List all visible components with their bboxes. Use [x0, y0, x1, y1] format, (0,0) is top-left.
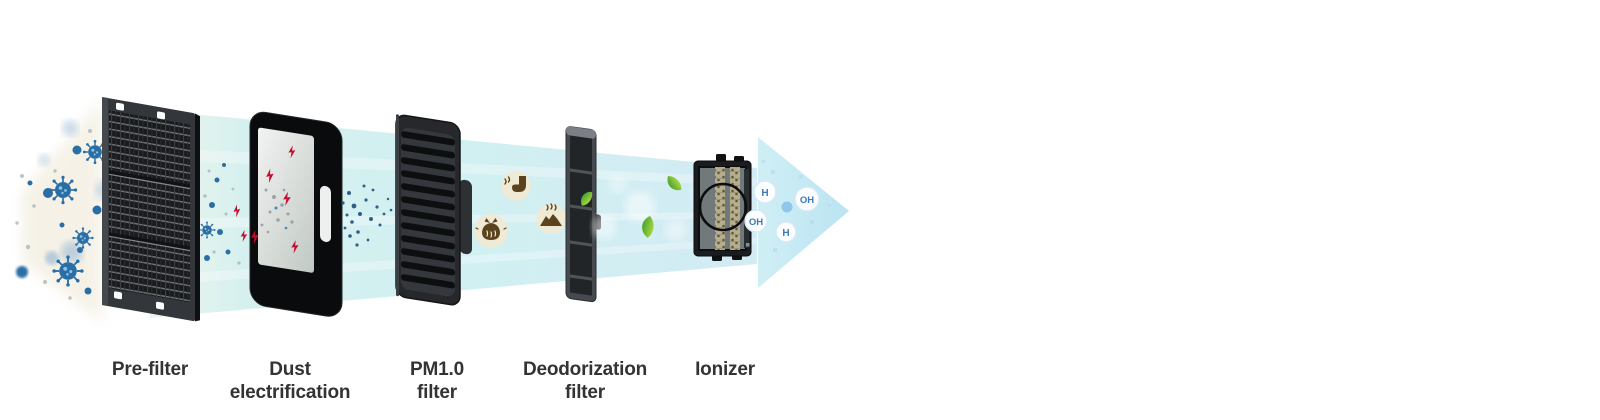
ion-molecules: H OH OH H: [744, 160, 831, 252]
stage-label-deodorization-filter: Deodorization filter: [522, 359, 648, 403]
pre-filter-device: [102, 97, 200, 322]
h-molecule-label: H: [782, 228, 789, 239]
filter-slats: [401, 131, 455, 289]
ion-dot: [781, 201, 793, 213]
stage-label-pre-filter: Pre-filter: [111, 359, 189, 380]
handle-slot: [320, 185, 331, 243]
filtration-scene: H OH OH H: [15, 97, 849, 322]
intake-glow: [22, 100, 102, 322]
flow-arrow-icon: [758, 137, 849, 288]
water-molecule-icon: H OH OH H: [744, 180, 820, 243]
waste-odor-icon: [536, 203, 566, 234]
electrostatic-panel: [258, 127, 314, 273]
ion-emitter-strip: [730, 167, 740, 250]
carbon-cells: [570, 135, 592, 296]
stage-label-pm1-filter: PM1.0 filter: [410, 359, 464, 403]
garbage-odor-icon: [474, 214, 508, 248]
emitter-ring: [698, 182, 748, 232]
trapped-dust: [260, 188, 294, 234]
oh-molecule-label: OH: [749, 217, 763, 228]
ion-emitter-strip: [715, 167, 725, 250]
pm1-filter-device: [395, 114, 472, 306]
deodorization-filter-device: [565, 126, 601, 303]
sock-odor-icon: [501, 171, 531, 201]
mesh-grid: [109, 110, 190, 303]
mount-holes: [114, 102, 165, 310]
h-molecule-label: H: [761, 188, 768, 199]
odor-icons: [474, 171, 566, 248]
oh-molecule-label: OH: [800, 195, 814, 206]
stage-label-ionizer: Ionizer: [695, 359, 755, 380]
side-tab: [459, 179, 472, 255]
dust-electrification-device: [231, 111, 406, 317]
stage-label-dust-electrification: Dust electrification: [229, 359, 351, 403]
mist-squares: [746, 160, 831, 252]
ionizer-device: [693, 154, 752, 261]
